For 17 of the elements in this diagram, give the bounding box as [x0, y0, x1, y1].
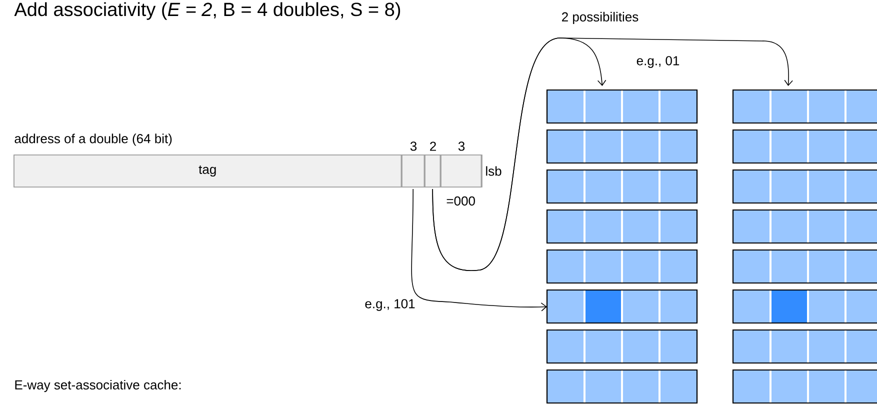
- bit-count: 3: [458, 142, 465, 151]
- cache-way-drawing: [732, 89, 877, 404]
- bit-field: [402, 154, 425, 188]
- note-label: 2 possibilities: [562, 12, 638, 24]
- note-label: e.g., 01: [636, 56, 680, 68]
- cache-way-drawing: [546, 89, 698, 404]
- arrow: [411, 188, 547, 312]
- bit-count: =000: [446, 196, 475, 206]
- bit-count: lsb: [486, 166, 502, 176]
- bit-count: 3: [410, 142, 417, 151]
- note-label: E-way set-associative cache:: [15, 380, 181, 392]
- title: Add associativity (E = 2, B = 4 doubles, S = 8): [14, 2, 400, 20]
- node-label: address of a double (64 bit): [14, 134, 172, 146]
- bit-count: 2: [430, 142, 436, 151]
- note-label: e.g., 101: [365, 299, 415, 311]
- arrow: [432, 38, 793, 271]
- bit-field: [424, 154, 441, 188]
